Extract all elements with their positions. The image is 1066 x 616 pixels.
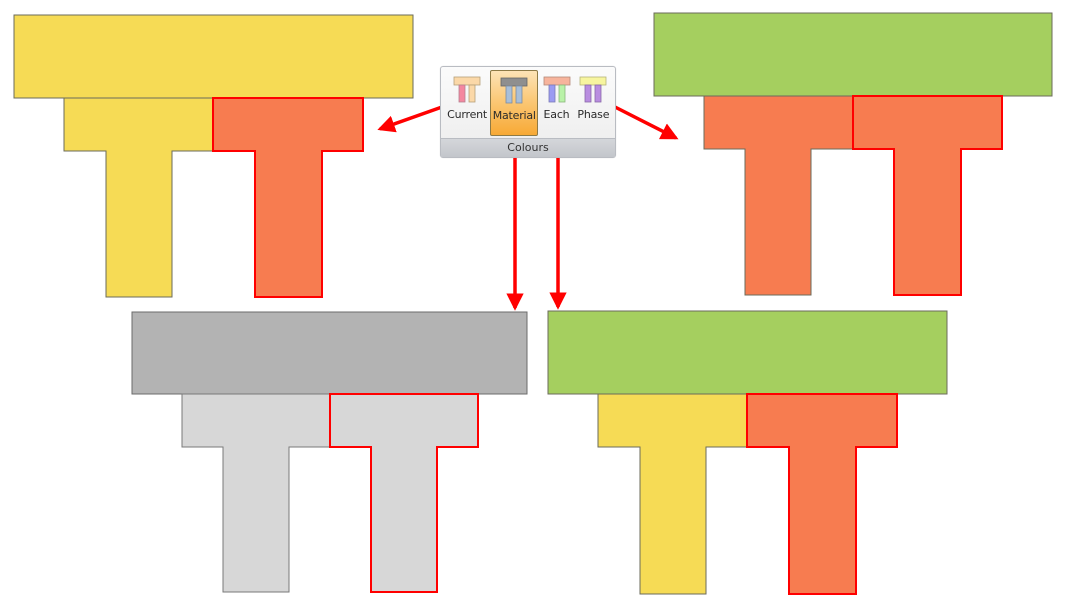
slab: [131, 311, 528, 395]
phase-colour-button[interactable]: Phase: [575, 70, 612, 136]
colour-mode-buttons: Current Material Each Phase: [444, 70, 612, 138]
diagram-phase: [547, 310, 948, 595]
right-tee-beam-highlighted: [852, 95, 1003, 296]
arrow-phase-to-each-diagram: [614, 105, 679, 140]
current-colour-icon: [453, 76, 481, 103]
left-tee-beam: [703, 95, 854, 296]
material-button-label: Material: [492, 109, 536, 122]
current-colour-button[interactable]: Current: [444, 70, 490, 136]
arrow-current-to-diagram: [377, 105, 443, 133]
diagram-current: [13, 14, 414, 298]
right-tee-beam-highlighted: [212, 97, 364, 298]
each-button-label: Each: [543, 108, 570, 121]
slab: [547, 310, 948, 395]
diagram-material: [131, 311, 528, 593]
left-tee-beam: [181, 393, 331, 593]
material-colour-icon: [500, 77, 528, 104]
slab: [653, 12, 1053, 97]
left-tee-beam: [597, 393, 748, 595]
current-button-label: Current: [447, 108, 488, 121]
phase-colour-icon: [579, 76, 607, 103]
right-tee-beam-highlighted: [329, 393, 479, 593]
colours-group-label: Colours: [441, 138, 615, 157]
colours-ribbon-group: Current Material Each Phase: [440, 66, 616, 158]
each-colour-button[interactable]: Each: [538, 70, 574, 136]
each-colour-icon: [543, 76, 570, 103]
material-colour-button[interactable]: Material: [490, 70, 539, 136]
diagram-each: [653, 12, 1053, 296]
phase-button-label: Phase: [577, 108, 610, 121]
slab: [13, 14, 414, 99]
right-tee-beam-highlighted: [746, 393, 898, 595]
left-tee-beam: [63, 97, 214, 298]
